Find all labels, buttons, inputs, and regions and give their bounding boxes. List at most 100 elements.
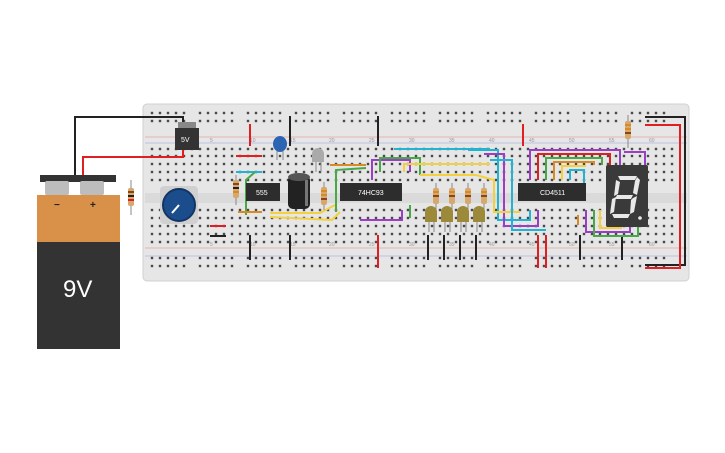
breadboard-hole — [278, 154, 282, 158]
breadboard-hole — [150, 111, 154, 115]
breadboard-hole — [246, 119, 250, 123]
signal-wire[interactable] — [468, 149, 531, 221]
breadboard-hole — [406, 256, 410, 260]
breadboard-hole — [414, 178, 418, 182]
breadboard-hole — [174, 264, 178, 268]
breadboard-hole — [438, 224, 442, 228]
signal-wire[interactable] — [537, 153, 611, 180]
breadboard-hole — [262, 119, 266, 123]
breadboard-hole — [502, 232, 506, 236]
signal-wire[interactable] — [371, 159, 411, 180]
breadboard-hole — [222, 208, 226, 212]
breadboard-hole — [526, 170, 530, 174]
signal-wire[interactable] — [245, 171, 256, 215]
breadboard-hole — [302, 119, 306, 123]
breadboard-hole — [526, 208, 530, 212]
breadboard-hole — [262, 178, 266, 182]
breadboard-hole — [254, 256, 258, 260]
breadboard-hole — [502, 256, 506, 260]
breadboard-hole — [582, 162, 586, 166]
ceramic-capacitor[interactable] — [273, 136, 287, 160]
signal-wire[interactable] — [403, 163, 490, 172]
power-loop-wire[interactable] — [645, 124, 681, 269]
breadboard-hole — [654, 216, 658, 220]
electrolytic-capacitor[interactable] — [288, 173, 310, 209]
breadboard-hole — [526, 240, 530, 244]
breadboard-hole — [230, 119, 234, 123]
breadboard-hole — [198, 216, 202, 220]
breadboard-hole — [438, 170, 442, 174]
signal-wire[interactable] — [484, 153, 539, 227]
indicator-led[interactable] — [312, 148, 324, 172]
breadboard-hole — [550, 240, 554, 244]
breadboard-hole — [310, 264, 314, 268]
battery-positive-wire[interactable] — [82, 150, 184, 178]
signal-wire[interactable] — [561, 165, 586, 180]
counter-chip[interactable]: 74HC93 — [340, 183, 402, 201]
signal-wire[interactable] — [553, 161, 595, 180]
signal-wire[interactable] — [360, 210, 403, 221]
signal-wire[interactable] — [545, 157, 603, 180]
breadboard-hole — [622, 162, 626, 166]
breadboard-hole — [246, 232, 250, 236]
signal-wire[interactable] — [270, 204, 336, 214]
resistor-led[interactable] — [465, 183, 471, 212]
breadboard-hole — [574, 178, 578, 182]
resistor-output[interactable] — [321, 182, 327, 210]
signal-wire[interactable] — [585, 210, 631, 233]
breadboard-hole — [374, 147, 378, 151]
breadboard-hole — [350, 216, 354, 220]
breadboard-hole — [358, 264, 362, 268]
breadboard-hole — [278, 256, 282, 260]
battery[interactable]: − + 9V — [37, 175, 120, 349]
battery-body — [37, 242, 120, 349]
breadboard-hole — [326, 111, 330, 115]
resistor-led[interactable] — [481, 183, 487, 212]
signal-wire[interactable] — [529, 149, 621, 180]
breadboard-hole — [470, 119, 474, 123]
breadboard-hole — [310, 178, 314, 182]
breadboard-hole — [310, 119, 314, 123]
breadboard-hole — [582, 232, 586, 236]
yellow-led[interactable] — [425, 206, 437, 232]
breadboard-hole — [182, 170, 186, 174]
breadboard-hole — [486, 240, 490, 244]
voltage-regulator[interactable]: 5V — [175, 122, 199, 150]
signal-wire[interactable] — [335, 167, 367, 212]
breadboard-hole — [654, 162, 658, 166]
resistor-led[interactable] — [433, 183, 439, 212]
breadboard-hole — [278, 111, 282, 115]
breadboard-hole — [310, 216, 314, 220]
ground-loop-wire[interactable] — [645, 116, 686, 266]
breadboard-hole — [350, 264, 354, 268]
breadboard-hole — [174, 178, 178, 182]
signal-wire[interactable] — [599, 210, 622, 229]
breadboard-hole — [294, 154, 298, 158]
resistor-display[interactable] — [625, 115, 631, 148]
yellow-led[interactable] — [441, 206, 453, 232]
potentiometer[interactable] — [160, 186, 198, 224]
signal-wire[interactable] — [490, 159, 546, 231]
breadboard-hole — [398, 240, 402, 244]
resistor-timer[interactable] — [233, 175, 239, 205]
decoder-chip[interactable]: CD4511 — [518, 183, 586, 201]
yellow-led[interactable] — [473, 206, 485, 232]
breadboard-hole — [454, 178, 458, 182]
yellow-led[interactable] — [457, 206, 469, 232]
seven-segment-display[interactable] — [606, 165, 648, 227]
resistor-led[interactable] — [449, 183, 455, 212]
breadboard-hole — [422, 154, 426, 158]
breadboard-hole — [342, 111, 346, 115]
resistor-loose[interactable] — [128, 180, 134, 215]
breadboard-hole — [486, 208, 490, 212]
breadboard-hole — [606, 111, 610, 115]
signal-wire[interactable] — [269, 211, 341, 222]
signal-wire[interactable] — [420, 174, 520, 213]
signal-wire[interactable] — [379, 157, 421, 175]
signal-wire[interactable] — [593, 210, 639, 237]
breadboard-hole — [278, 208, 282, 212]
regulator-body — [175, 128, 199, 150]
timer-chip[interactable]: 555 — [246, 183, 280, 201]
breadboard-hole — [654, 224, 658, 228]
breadboard-hole — [398, 154, 402, 158]
